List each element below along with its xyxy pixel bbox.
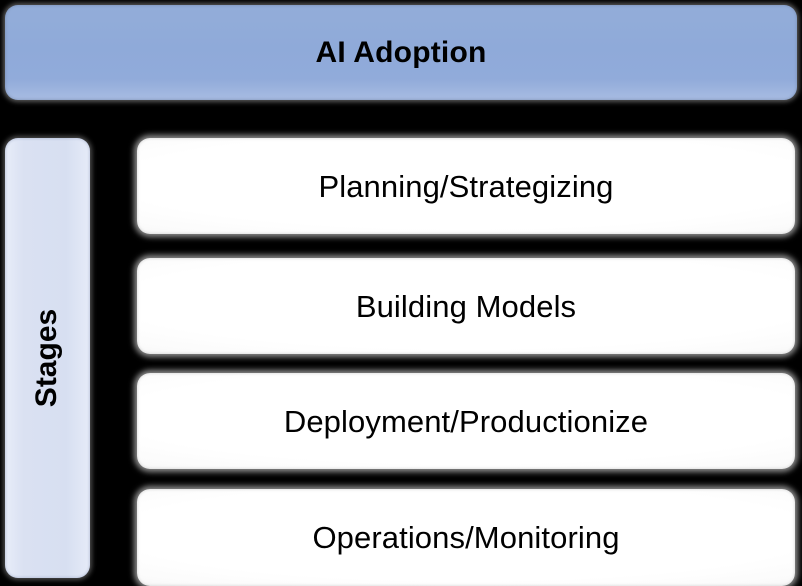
stage-item-operations-monitoring[interactable]: Operations/Monitoring (137, 489, 795, 586)
stage-item-building-models[interactable]: Building Models (137, 258, 795, 354)
stage-label: Deployment/Productionize (283, 403, 649, 439)
stages-axis-label: Stages (30, 308, 64, 408)
stage-item-deployment-productionize[interactable]: Deployment/Productionize (137, 373, 795, 469)
header-banner: AI Adoption (5, 5, 797, 100)
stage-label: Operations/Monitoring (312, 520, 620, 555)
stage-label: Building Models (355, 288, 577, 324)
page-title: AI Adoption (315, 35, 487, 69)
stage-item-planning-strategizing[interactable]: Planning/Strategizing (137, 138, 795, 234)
stage-label: Planning/Strategizing (318, 168, 614, 204)
stages-axis-label-box: Stages (5, 138, 90, 578)
